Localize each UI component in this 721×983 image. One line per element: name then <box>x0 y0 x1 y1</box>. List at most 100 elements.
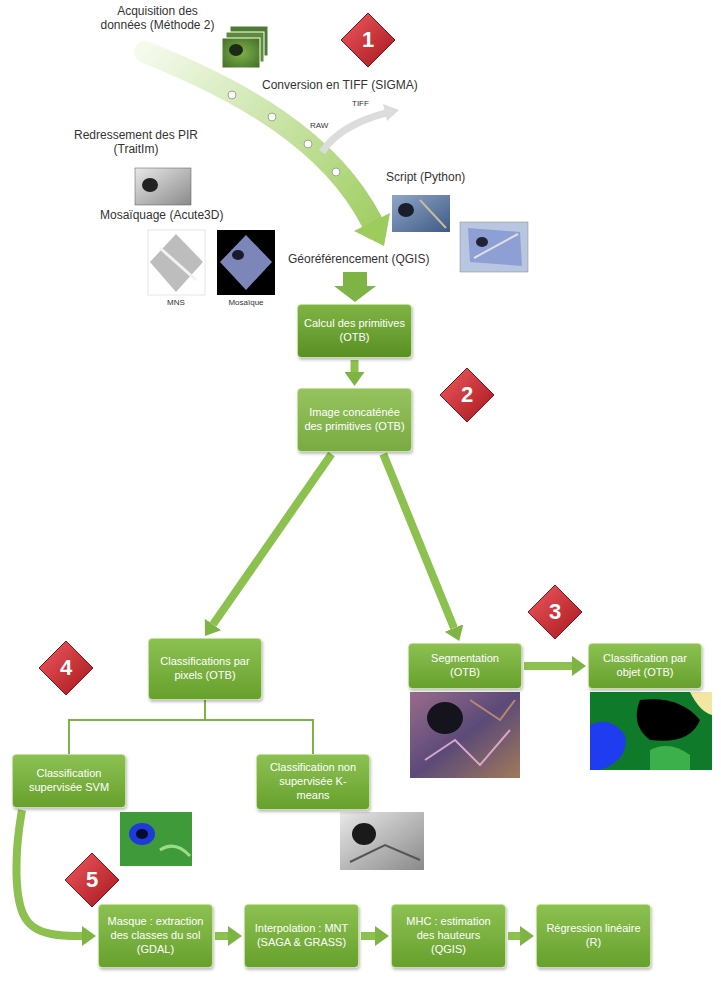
svm-water <box>129 823 155 845</box>
svm-feature <box>160 846 190 856</box>
process-box: MHC : estimation des hauteurs (QGIS) <box>391 904 506 968</box>
diamond-fill <box>528 585 582 639</box>
step-diamond: 3 <box>527 584 583 640</box>
step-label: Conversion en TIFF (SIGMA) <box>262 78 432 92</box>
georef-image <box>460 222 528 272</box>
dsm-frame <box>148 230 205 295</box>
kmeans-image <box>340 812 424 870</box>
box-label: Segmentation (OTB) <box>415 652 515 680</box>
kmeans-feature <box>350 845 420 862</box>
flow-arrow <box>383 454 454 628</box>
process-box: Classification par objet (OTB) <box>588 643 702 689</box>
nir-image <box>135 168 191 205</box>
step-label: Acquisition des données (Méthode 2) <box>95 4 220 33</box>
flow-arrow <box>524 662 572 670</box>
image-caption: Mosaïque <box>214 298 278 308</box>
tree-line <box>69 700 205 754</box>
object-class-water <box>590 722 626 770</box>
process-box: Classifications par pixels (OTB) <box>148 638 262 700</box>
kmeans-feature <box>352 823 376 845</box>
box-label: Masque : extraction des classes du sol (… <box>105 915 206 956</box>
process-box: Masque : extraction des classes du sol (… <box>98 904 213 968</box>
callout-number: 3 <box>527 584 583 640</box>
georef-feature <box>474 234 518 258</box>
script-feature <box>420 200 446 228</box>
format-label: RAW <box>310 121 336 131</box>
format-label: TIFF <box>352 99 378 109</box>
step-label: Script (Python) <box>386 170 496 184</box>
box-label: Calcul des primitives (OTB) <box>304 317 405 345</box>
object-class-region <box>650 746 690 770</box>
step-diamond: 5 <box>64 852 120 908</box>
object-class-region <box>637 699 700 741</box>
step-dot <box>268 113 276 121</box>
object-class-region <box>690 692 712 715</box>
step-diamond: 1 <box>340 12 396 68</box>
conversion-arrow-head <box>383 104 399 121</box>
mosaic-image <box>220 235 272 290</box>
process-box: Segmentation (OTB) <box>408 643 522 689</box>
flow-arrow <box>215 932 228 940</box>
nir-feature <box>142 178 158 192</box>
script-image <box>392 195 450 232</box>
callout-number: 1 <box>340 12 396 68</box>
step-dot <box>304 140 312 148</box>
segmentation-image <box>410 692 520 778</box>
svm-water <box>136 829 148 839</box>
process-box: Image concaténée des primitives (OTB) <box>297 388 412 452</box>
step-dot <box>332 168 340 176</box>
script-feature <box>398 203 414 217</box>
step-label: Mosaïquage (Acute3D) <box>100 208 270 222</box>
flow-arrow <box>508 932 520 940</box>
box-label: Régression linéaire (R) <box>543 922 644 950</box>
process-arrow-head <box>354 213 390 246</box>
diamond-fill <box>440 368 494 422</box>
object-class-image <box>590 692 712 770</box>
callout-number: 5 <box>64 852 120 908</box>
box-label: Image concaténée des primitives (OTB) <box>304 406 405 434</box>
dsm-feature <box>160 248 196 280</box>
process-box: Régression linéaire (R) <box>536 904 651 968</box>
step-label: Redressement des PIR (TraitIm) <box>66 128 206 157</box>
flow-arrow <box>351 360 359 372</box>
process-box: Classification non supervisée K-means <box>256 754 370 810</box>
flow-arrow <box>361 932 375 940</box>
flow-arrow <box>334 272 376 302</box>
conversion-arrow <box>322 113 386 152</box>
box-label: MHC : estimation des hauteurs (QGIS) <box>398 915 499 956</box>
georef-feature <box>476 237 488 247</box>
step-dot <box>228 91 236 99</box>
callout-number: 2 <box>439 367 495 423</box>
box-label: Interpolation : MNT (SAGA & GRASS) <box>251 922 352 950</box>
segmentation-feature <box>427 702 463 734</box>
mosaic-frame <box>217 230 275 295</box>
image-caption: MNS <box>146 298 206 308</box>
step-label: Géoréférencement (QGIS) <box>288 252 458 266</box>
box-label: Classification supervisée SVM <box>19 767 119 795</box>
segmentation-feature <box>425 730 510 765</box>
photo-feature <box>229 44 243 56</box>
diamond-fill <box>341 13 395 67</box>
box-label: Classification par objet (OTB) <box>595 652 695 680</box>
dsm-image <box>150 234 203 292</box>
callout-number: 4 <box>38 640 94 696</box>
step-diamond: 4 <box>38 640 94 696</box>
box-label: Classification non supervisée K-means <box>263 761 363 802</box>
photo-thumbnail <box>222 38 260 68</box>
process-box: Calcul des primitives (OTB) <box>297 304 412 358</box>
segmentation-feature <box>470 700 515 720</box>
mosaic-feature <box>232 250 244 260</box>
diamond-fill <box>39 641 93 695</box>
process-box: Interpolation : MNT (SAGA & GRASS) <box>244 904 359 968</box>
georef-mosaic <box>468 228 522 266</box>
step-diamond: 2 <box>439 367 495 423</box>
flow-arrow <box>213 454 332 625</box>
diamond-fill <box>65 853 119 907</box>
process-box: Classification supervisée SVM <box>12 754 126 808</box>
svm-image <box>120 812 192 866</box>
tree-line <box>205 700 313 754</box>
